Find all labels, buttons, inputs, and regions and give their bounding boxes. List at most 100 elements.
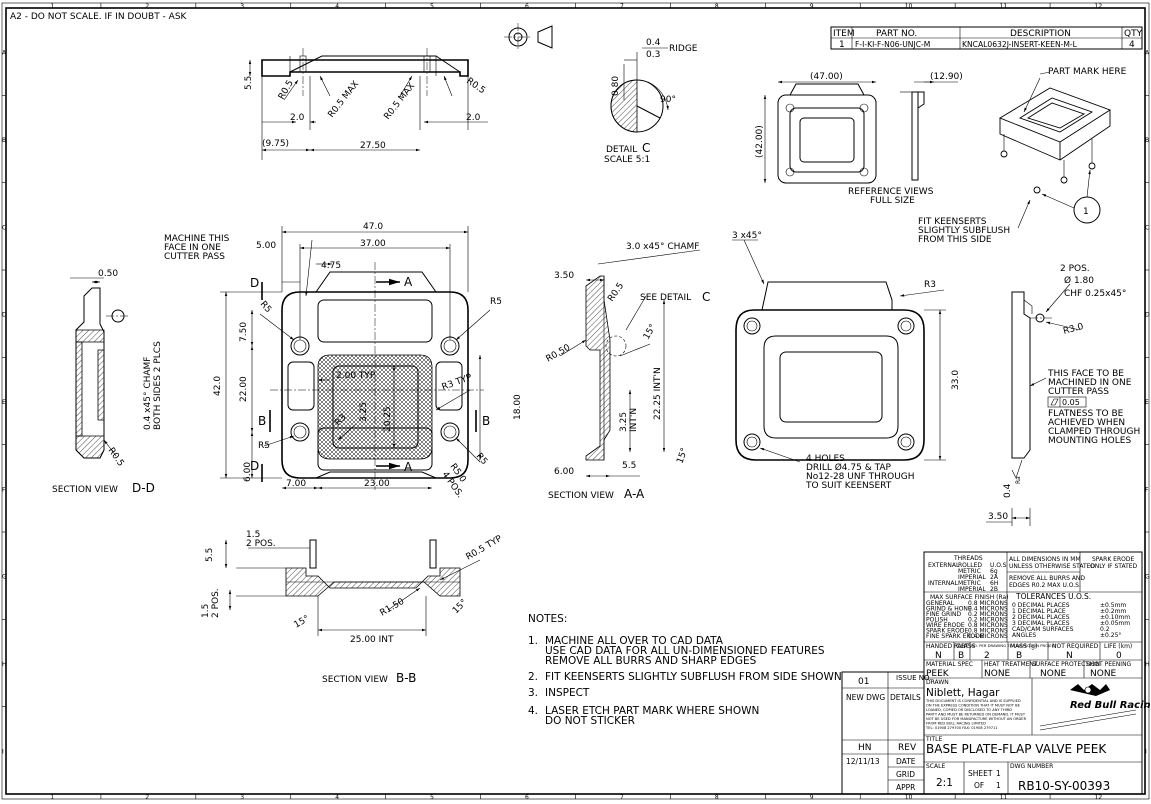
dd-dim-both-sides: BOTH SIDES 2 PLCS: [153, 341, 163, 430]
dd-dim-chamf: 0.4 x45° CHAMF: [143, 357, 153, 430]
logo-text: Red Bull Racing: [1070, 700, 1151, 711]
detail-c-dim-0-80: 0.80: [611, 76, 621, 96]
rev-issue-head: ISSUE NO.: [896, 674, 931, 682]
dims-note-1: ALL DIMENSIONS IN MM: [1009, 556, 1081, 563]
right-dim-r3: R3: [924, 280, 936, 290]
machine-note-1: MACHINE THIS: [164, 234, 230, 244]
zone-col-top: 5: [430, 3, 434, 10]
bb-dim-r0-5-typ: R0.5 TYP: [465, 534, 505, 563]
zone-row-left: H: [2, 661, 7, 668]
dim-top-2-0-right: 2.0: [466, 113, 481, 123]
note-1-line-1: MACHINE ALL OVER TO CAD DATA: [545, 635, 724, 647]
zone-col-top: 1: [50, 3, 54, 10]
bom-cell-qty: 4: [1129, 40, 1135, 50]
finish-process: FINE SPARK ERODE: [926, 633, 984, 640]
finish-value: 0.4 MICRONS: [968, 606, 1008, 613]
threads-spec: IMPERIAL: [958, 574, 986, 581]
zone-row-right: H: [1145, 661, 1150, 668]
flatness-tolerance: 0.05: [1062, 398, 1080, 407]
notreq-value: N: [1066, 651, 1073, 661]
drawn-head: DRAWN: [926, 679, 949, 686]
tol-label: CAD/CAM SURFACES: [1012, 626, 1074, 633]
zone-col-top: 2: [145, 3, 149, 10]
section-mark-a-top: A: [404, 275, 413, 289]
of-label: OF: [974, 781, 984, 790]
threads-class: 2A: [990, 574, 999, 581]
zone-row-right: G: [1145, 574, 1150, 581]
material-value: PEEK: [926, 669, 950, 679]
side-note-3: CUTTER PASS: [1048, 387, 1109, 397]
inspect-head: NO. PER DRAWING TOP INSPECTION PROJECT: [971, 643, 1057, 648]
main-dim-r5-a: R5: [258, 300, 273, 316]
scale-value: 2:1: [936, 777, 953, 789]
detail-c-ridge: RIDGE: [669, 44, 698, 54]
side-dim-3-50: 3.50: [988, 512, 1008, 522]
of-no: 1: [996, 781, 1001, 790]
finish-process: FINE GRIND: [926, 611, 961, 618]
dwg-head: DWG NUMBER: [1010, 763, 1053, 770]
bb-dim-2-pos-top: 2 POS.: [246, 539, 276, 549]
dim-top-r0-5-right: R0.5: [464, 76, 487, 96]
finish-value: 0.2 MICRONS: [968, 617, 1008, 624]
bb-dim-5-5: 5.5: [205, 548, 215, 562]
aa-dim-22-25: 22.25 INT'N: [653, 367, 663, 420]
threads-spec: METRIC: [958, 580, 981, 587]
tol-head: TOLERANCES U.O.S.: [1015, 592, 1091, 601]
zone-row-right: E: [1145, 399, 1149, 406]
do-not-scale-note: A2 - DO NOT SCALE. IF IN DOUBT - ASK: [10, 12, 188, 22]
holes-note-4: TO SUIT KEENSERT: [805, 481, 892, 491]
bb-dim-15-left: 15°: [293, 614, 312, 631]
main-dim-20-25: 20.25: [383, 406, 393, 432]
drawn-value: Niblett, Hagar: [926, 687, 1000, 699]
machine-note-3: CUTTER PASS: [164, 252, 225, 262]
threads-class: 6H: [990, 580, 998, 587]
title-head: TITLE: [925, 736, 942, 743]
zone-row-left: G: [2, 574, 7, 581]
zone-col-top: 12: [1095, 3, 1103, 10]
section-aa-letter: A-A: [624, 487, 645, 501]
zone-row-left: C: [2, 224, 6, 231]
threads-class: U.O.S: [990, 562, 1007, 569]
dim-top-r0-5-max-a: R0.5 MAX: [326, 79, 361, 119]
main-dim-42: 42.0: [213, 376, 223, 396]
dd-dim-r0-5: R0.5: [106, 446, 126, 469]
right-view: 3 x45° R3 33.0 4 HOLES DRILL Ø4.75 & TAP…: [732, 231, 961, 491]
finish-process: WIRE ERODE: [926, 622, 965, 629]
main-dim-4-75: 4.75: [321, 261, 341, 271]
zone-col-bottom: 11: [1000, 794, 1008, 801]
notes-block: NOTES: 1. MACHINE ALL OVER TO CAD DATA U…: [528, 613, 842, 727]
bb-dim-15-right: 15°: [451, 598, 469, 616]
bb-dim-2-pos-side: 2 POS.: [211, 588, 221, 618]
aa-dim-int-n: INT'N: [629, 408, 639, 432]
sheet-label: SHEET: [968, 769, 993, 778]
zone-row-right: B: [1145, 137, 1149, 144]
main-front-view: MACHINE THIS FACE IN ONE CUTTER PASS 47.…: [164, 222, 523, 500]
zone-col-bottom: 8: [715, 794, 719, 801]
section-mark-a-bottom: A: [404, 460, 413, 474]
side-view: 2 POS. Ø 1.80 CHF 0.25x45° R3.0 0.4 Ra 3…: [986, 264, 1140, 526]
bom-table: ITEM PART NO. DESCRIPTION QTY 1 F-I-KI-F…: [830, 26, 1143, 50]
section-mark-d-bottom: D: [250, 459, 259, 473]
part-mark-note: PART MARK HERE: [1048, 67, 1127, 77]
right-dim-3x45: 3 x45°: [732, 231, 762, 241]
note-3-num: 3.: [528, 687, 538, 699]
bom-header-description: DESCRIPTION: [1010, 29, 1071, 39]
aa-dim-5-5: 5.5: [622, 461, 636, 471]
zone-row-left: D: [2, 312, 7, 319]
shot-value: NONE: [1090, 669, 1117, 679]
main-dim-22: 22.00: [239, 376, 249, 402]
top-view: 5.5 R0.5 R0.5 MAX R0.5 MAX R0.5 2.0 2.0 …: [244, 48, 488, 160]
finish-process: POLISH: [926, 617, 948, 624]
spark-1: SPARK ERODE: [1092, 556, 1134, 563]
main-dim-2-00-typ: 2.00 TYP: [336, 371, 376, 381]
main-dim-r5-d: R5: [474, 452, 489, 468]
note-4-line-2: DO NOT STICKER: [545, 715, 635, 727]
heat-value: NONE: [984, 669, 1011, 679]
bb-dim-1-5-side: 1.5: [201, 604, 211, 618]
main-dim-6-00: 6.00: [243, 462, 253, 482]
main-dim-5-00: 5.00: [256, 241, 276, 251]
note-4-line-1: LASER ETCH PART MARK WHERE SHOWN: [545, 705, 759, 717]
detail-c-scale: SCALE 5:1: [604, 155, 650, 165]
main-dim-47: 47.0: [363, 222, 383, 232]
